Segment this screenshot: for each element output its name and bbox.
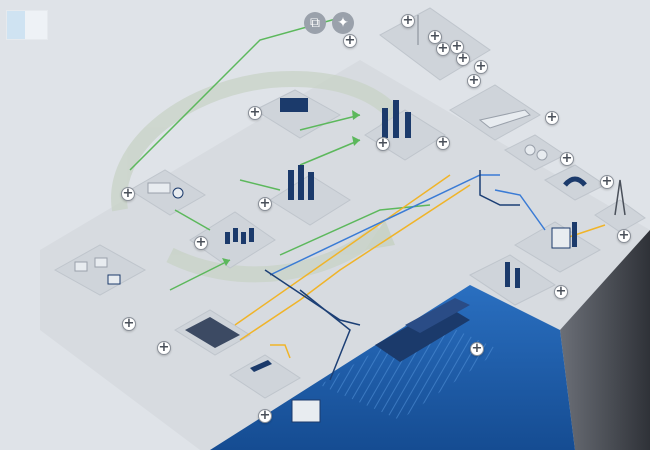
hotspot-plus[interactable]: +	[456, 51, 470, 66]
hotspot-plus[interactable]: +	[554, 284, 568, 299]
hotspot-plus[interactable]: +	[157, 340, 171, 355]
solar-panels	[185, 317, 240, 348]
sparkle-icon: ✦	[337, 15, 349, 31]
hotspot-plus[interactable]: +	[467, 73, 481, 88]
depot-building	[280, 98, 308, 112]
storage-tank	[172, 187, 184, 199]
flow-arrowheads	[222, 110, 360, 266]
cliff-face	[560, 230, 650, 450]
tanker-ship	[405, 298, 470, 333]
thumbnail-preview[interactable]	[6, 10, 48, 40]
power-pylon	[614, 179, 626, 216]
airplane	[478, 109, 531, 129]
hotspot-plus[interactable]: +	[470, 341, 484, 356]
lng-column	[572, 222, 577, 247]
cycle-arrow-head-2	[365, 220, 395, 250]
electrolyser-tank	[225, 232, 230, 244]
lng-carrier	[375, 305, 470, 362]
terminal-stack	[505, 262, 510, 287]
chemical-column	[382, 108, 388, 138]
electrolyser-tank	[241, 232, 246, 244]
storage-building	[147, 182, 171, 194]
platform-grid	[594, 199, 646, 233]
hotspot-plus[interactable]: +	[258, 196, 272, 211]
house	[107, 274, 121, 285]
cycle-arrow	[111, 71, 396, 283]
platform-electrolyser	[189, 211, 276, 269]
hotspot-plus[interactable]: +	[436, 41, 450, 56]
hotspot-plus[interactable]: +	[617, 228, 631, 243]
hotspot-plus[interactable]: +	[122, 316, 136, 331]
storage-tank	[536, 149, 548, 161]
equipment	[74, 15, 626, 423]
platform-houses	[53, 244, 147, 296]
hotspot-plus[interactable]: +	[560, 151, 574, 166]
offshore-platform	[291, 399, 321, 423]
electrolyser-tank	[233, 228, 238, 242]
sea-waves	[320, 318, 500, 420]
platform-terminal	[469, 254, 556, 306]
terminal-stack	[515, 268, 520, 288]
platform-aviation	[449, 84, 541, 141]
open-external-button[interactable]: ⧉	[304, 12, 326, 34]
external-window-icon: ⧉	[310, 15, 320, 31]
house	[94, 257, 108, 268]
electrolyser-tank	[249, 228, 254, 242]
hotspot-plus[interactable]: +	[343, 33, 357, 48]
pipe-bend	[563, 176, 587, 187]
refinery-column	[298, 165, 304, 200]
hotspot-plus[interactable]: +	[401, 13, 415, 28]
refinery-column	[288, 170, 294, 200]
hotspot-plus[interactable]: +	[258, 408, 272, 423]
refinery-column	[308, 172, 314, 200]
lng-tank	[551, 227, 571, 249]
hotspot-plus[interactable]: +	[121, 186, 135, 201]
oil-pump	[250, 360, 272, 372]
hotspot-plus[interactable]: +	[428, 29, 442, 44]
chemical-column	[405, 112, 411, 138]
chemical-column	[393, 100, 399, 138]
house	[74, 261, 88, 272]
ai-sparkle-button[interactable]: ✦	[332, 12, 354, 34]
hotspot-plus[interactable]: +	[436, 135, 450, 150]
hotspot-plus[interactable]: +	[474, 59, 488, 74]
platform-oil	[229, 354, 301, 399]
hotspot-plus[interactable]: +	[194, 235, 208, 250]
storage-tank	[524, 144, 536, 156]
hotspot-plus[interactable]: +	[600, 174, 614, 189]
hotspot-plus[interactable]: +	[248, 105, 262, 120]
hotspot-plus[interactable]: +	[376, 136, 390, 151]
hotspot-plus[interactable]: +	[545, 110, 559, 125]
